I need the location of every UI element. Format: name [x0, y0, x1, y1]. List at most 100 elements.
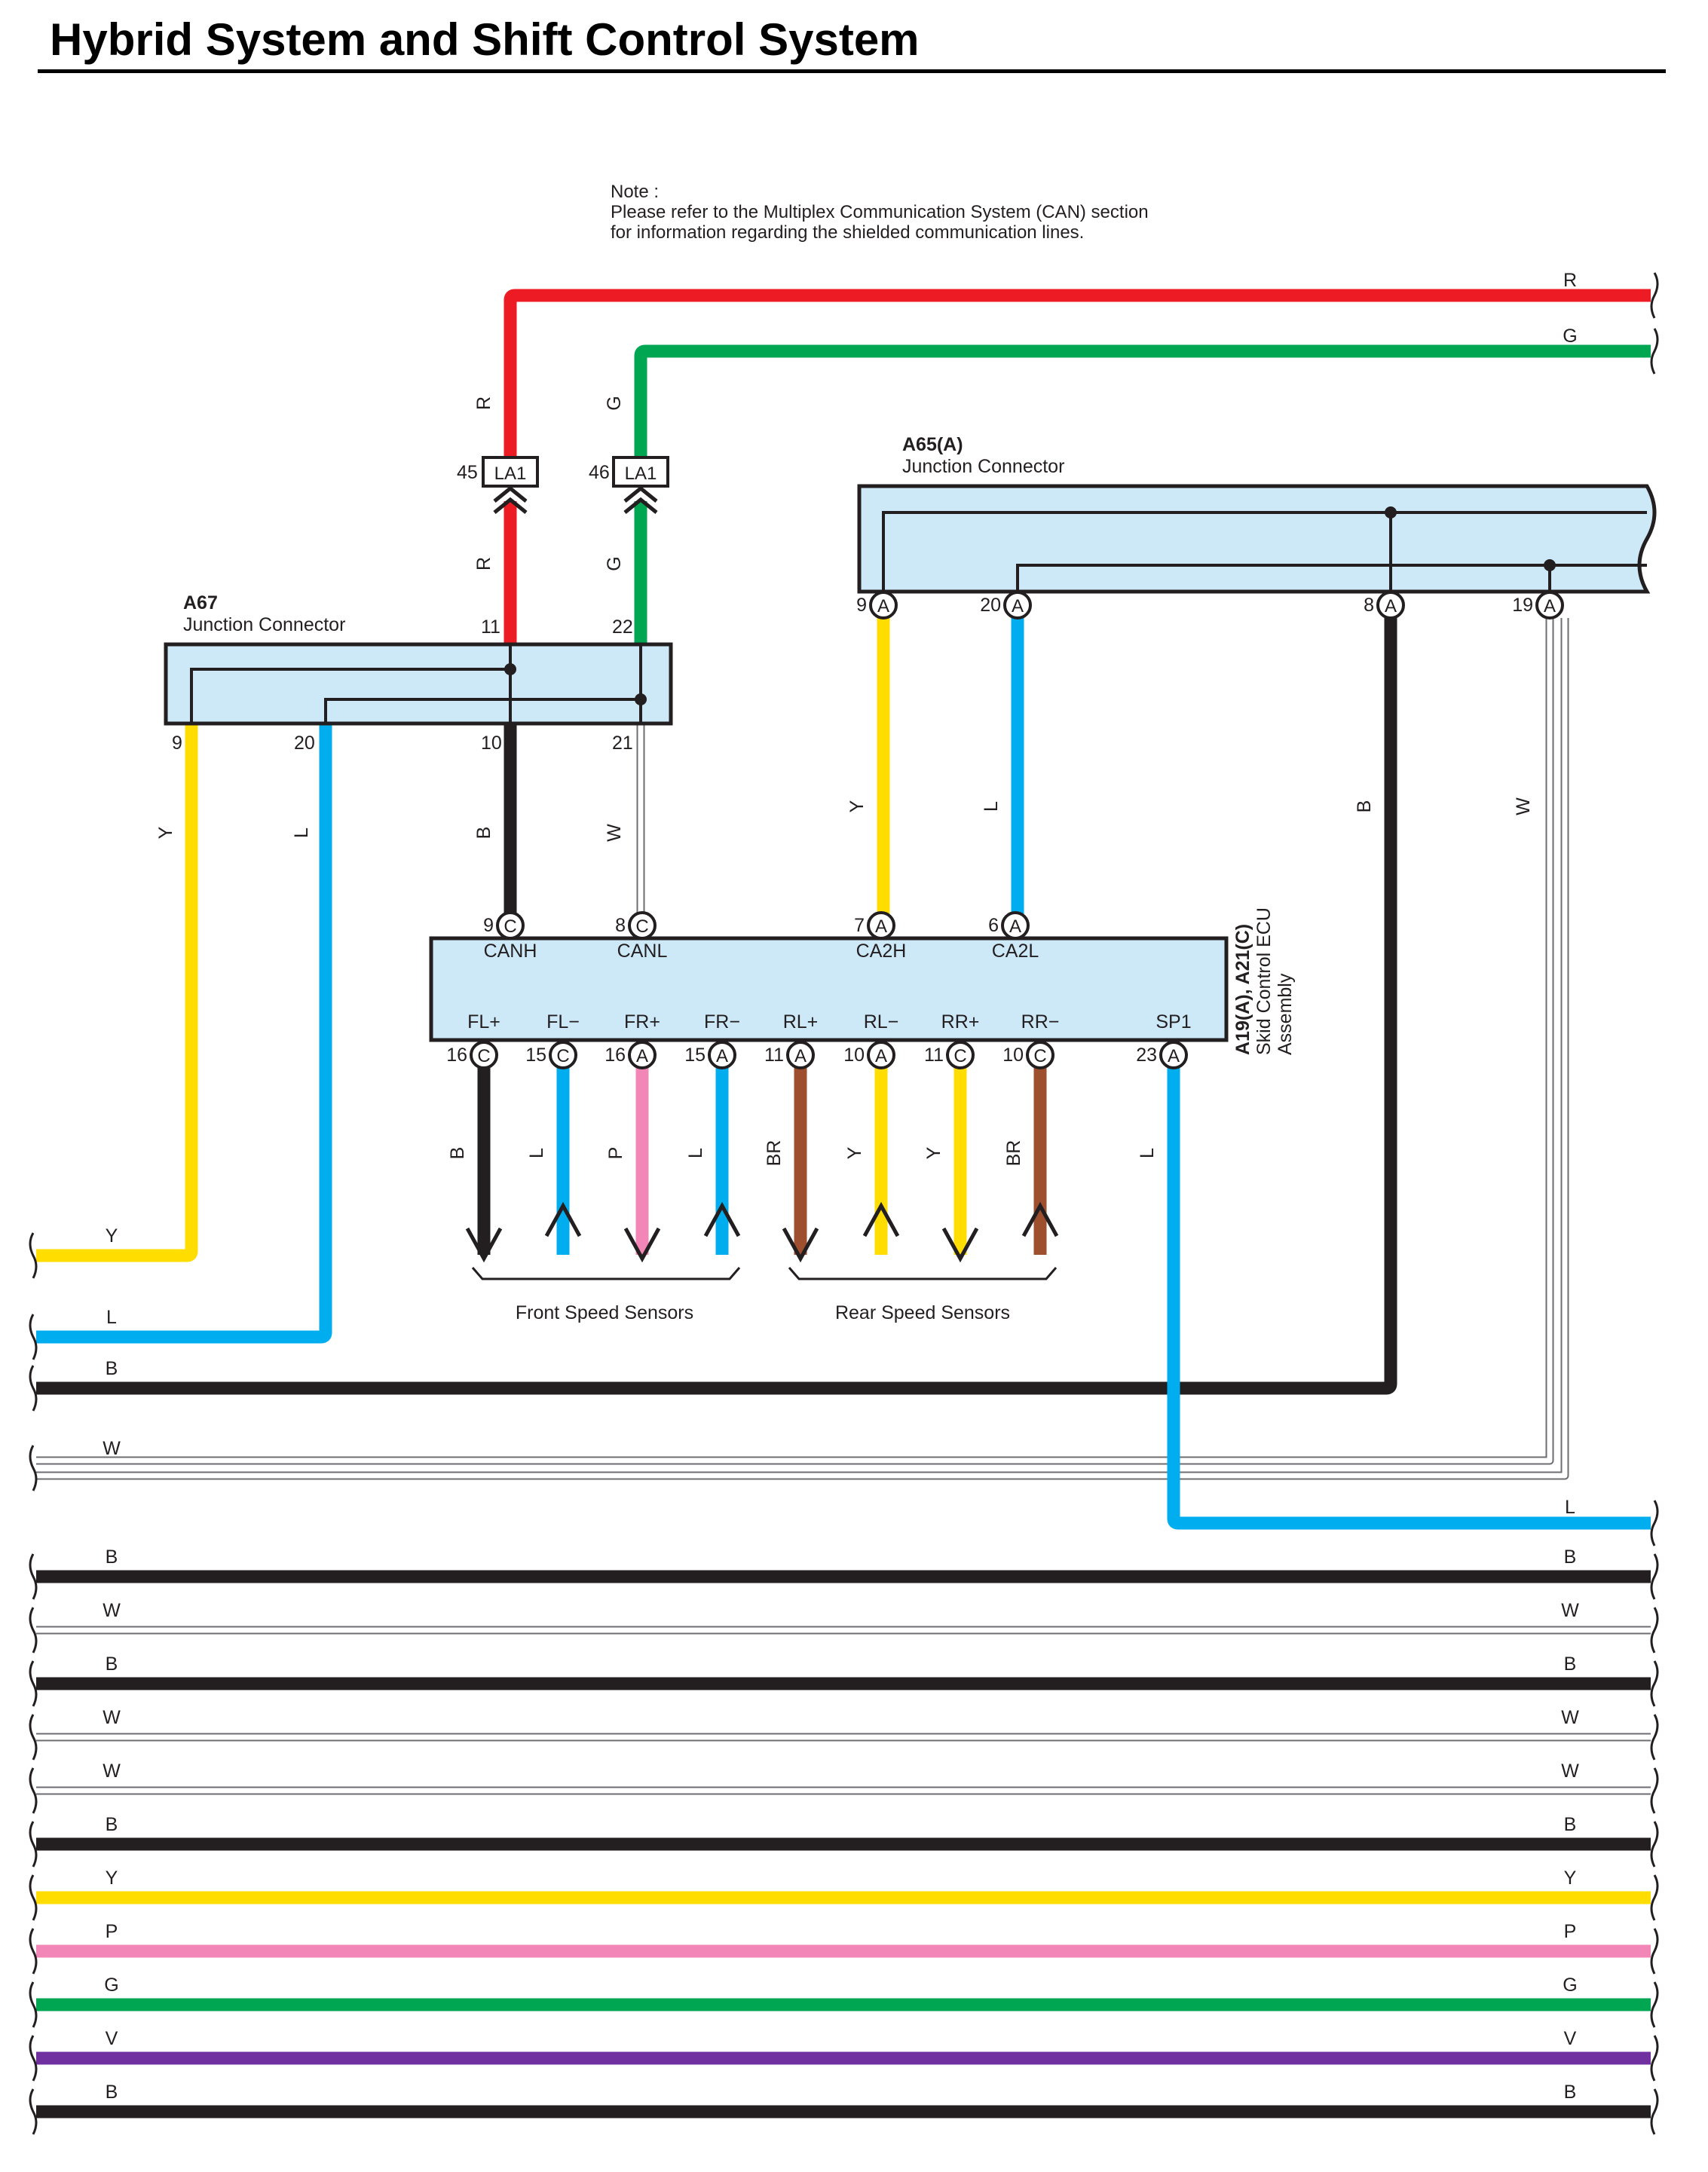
ecu-label-rl-minus: RL− [864, 1011, 899, 1032]
a67-splice-2 [635, 693, 647, 705]
ecu-top-pin-0-letter: C [504, 916, 516, 937]
ecu-bottom-pin-1-circle [549, 1041, 577, 1069]
inline-connector-46-code: LA1 [625, 463, 657, 484]
bus-wire-label-right-1: W [1561, 1600, 1579, 1621]
bus-wire-label-right-2: B [1564, 1653, 1577, 1675]
note-line-1: Please refer to the Multiplex Communicat… [611, 202, 1149, 222]
a65-pin19-wire [36, 618, 1553, 1464]
wire-break-mark [29, 1314, 38, 1360]
ecu-top-pin-0: C9 [483, 911, 525, 940]
sensor-wire-label-0: B [447, 1147, 468, 1160]
a65-body [857, 484, 1657, 594]
wire-break-mark [29, 1660, 38, 1707]
a65-pin-20-circle [1003, 591, 1032, 619]
ecu-label-sp1: SP1 [1156, 1011, 1191, 1032]
ecu-bottom-pin-2-letter: A [636, 1046, 648, 1066]
sensor-arrow-up-5 [862, 1201, 900, 1237]
inline-connector-46-pin: 46 [589, 462, 610, 483]
ecu-bottom-pin-3-number: 15 [684, 1045, 706, 1066]
a65-pin-19-circle [1535, 591, 1564, 619]
wire-break-mark [1650, 1660, 1659, 1707]
sensor-arrow-up-3 [703, 1201, 741, 1237]
a65-pin8-wire-label: B [1354, 800, 1375, 813]
ecu-top-pin-3: A6 [988, 911, 1030, 940]
wire-break-mark [1650, 1553, 1659, 1600]
wire-break-mark [1650, 1981, 1659, 2028]
a67-pin-10: 10 [481, 733, 502, 754]
bus-wire-label-left-9: V [106, 2028, 118, 2049]
sensor-wire-label-1: L [526, 1148, 547, 1158]
left-wire-label-3: W [103, 1438, 121, 1459]
wire-break-mark [1650, 1607, 1659, 1653]
left-wire-label-0: Y [106, 1225, 118, 1247]
ecu-bottom-pin-0-number: 16 [446, 1045, 467, 1066]
bus-wire-label-left-10: B [106, 2082, 118, 2103]
ecu-label-fl-plus: FL+ [467, 1011, 500, 1032]
wire-break-mark [29, 1821, 38, 1868]
a65-splice-2 [1544, 559, 1556, 571]
wire-break-mark [29, 1553, 38, 1600]
ecu-label-fl-minus: FL− [546, 1011, 580, 1032]
bus-wire-label-right-0: B [1564, 1546, 1577, 1568]
ecu-label-fr-minus: FR− [704, 1011, 740, 1032]
ecu-top-pin-2-number: 7 [854, 915, 865, 936]
bus-wire-label-right-6: Y [1564, 1868, 1577, 1889]
inline-connectors: 45 LA1 46 LA1 [457, 456, 669, 514]
ecu-bottom-pin-5-circle [867, 1041, 895, 1069]
top-wire-r-label-right: R [1563, 270, 1577, 291]
a65-pin-9: A9 [856, 591, 898, 619]
a67-pin9-wire [36, 723, 198, 1262]
wire-break-mark [1650, 272, 1659, 319]
bus-wire-label-right-3: W [1561, 1707, 1579, 1728]
wire-break-mark [29, 1607, 38, 1653]
wire-break-mark [29, 1928, 38, 1975]
la1-45-lower-label: R [473, 557, 494, 571]
a65-pin-20-number: 20 [980, 595, 1001, 616]
ecu-bottom-pin-1-number: 15 [525, 1045, 546, 1066]
top-wire-g-label-vert: G [604, 396, 625, 410]
a67-id: A67 [183, 592, 218, 613]
wire-break-mark [29, 1874, 38, 1921]
inline-connector-46-box [612, 456, 669, 488]
sensor-groups: Front Speed Sensors Rear Speed Sensors [471, 1267, 1058, 1323]
note-line-2: for information regarding the shielded c… [611, 222, 1084, 243]
ecu-top-pin-2: A7 [854, 911, 895, 940]
ecu-name-line-3: Assembly [1275, 973, 1296, 1055]
bus-wire-label-left-5: B [106, 1814, 118, 1835]
bus-wire-label-left-2: B [106, 1653, 118, 1675]
wire-break-mark [1650, 1767, 1659, 1814]
a67-pin21-wire-label: W [604, 824, 625, 842]
ecu-bottom-pin-3-circle [708, 1041, 736, 1069]
ecu-bottom-pin-4-letter: A [794, 1046, 807, 1066]
ecu-bottom-pin-5-letter: A [875, 1046, 887, 1066]
ecu-label-ca2l: CA2L [992, 941, 1039, 962]
ecu-bottom-pin-4-number: 11 [764, 1045, 784, 1066]
ecu-body [429, 936, 1229, 1042]
a65-splice-1 [1385, 506, 1397, 519]
inline-connector-45-code: LA1 [494, 463, 527, 484]
ecu-bottom-pin-3: A15 [684, 1041, 736, 1069]
sensor-wire-label-3: L [685, 1148, 706, 1158]
ecu-bottom-pin-2: A16 [605, 1041, 657, 1069]
ecu-bottom-pin-8: A23 [1136, 1041, 1188, 1069]
wire-break-mark [29, 1445, 38, 1491]
a65-name: Junction Connector [902, 456, 1064, 477]
sp1-wire [1167, 1055, 1651, 1530]
note: Note : Please refer to the Multiplex Com… [611, 182, 1149, 243]
bus-wire-label-left-7: P [106, 1921, 118, 1942]
top-wire-g-label-right: G [1563, 326, 1577, 347]
wire-break-mark [1650, 328, 1659, 375]
ecu-bottom-pin-8-letter: A [1168, 1046, 1180, 1066]
a67-pin-20: 20 [294, 733, 315, 754]
ecu-top-pin-1-number: 8 [615, 915, 626, 936]
ecu-bottom-pin-1: C15 [525, 1041, 577, 1069]
a65-pin19-wire-shield [36, 618, 1568, 1479]
sensor-wire-label-7: BR [1003, 1140, 1024, 1167]
ecu-label-rr-minus: RR− [1021, 1011, 1060, 1032]
sensor-arrow-down-4 [782, 1227, 819, 1263]
bus-wire-label-right-4: W [1561, 1761, 1579, 1782]
wire-break-mark [29, 1767, 38, 1814]
rear-sensor-label: Rear Speed Sensors [835, 1302, 1010, 1323]
inline-connector-45-box [482, 456, 539, 488]
sensor-arrow-down-0 [465, 1227, 503, 1263]
